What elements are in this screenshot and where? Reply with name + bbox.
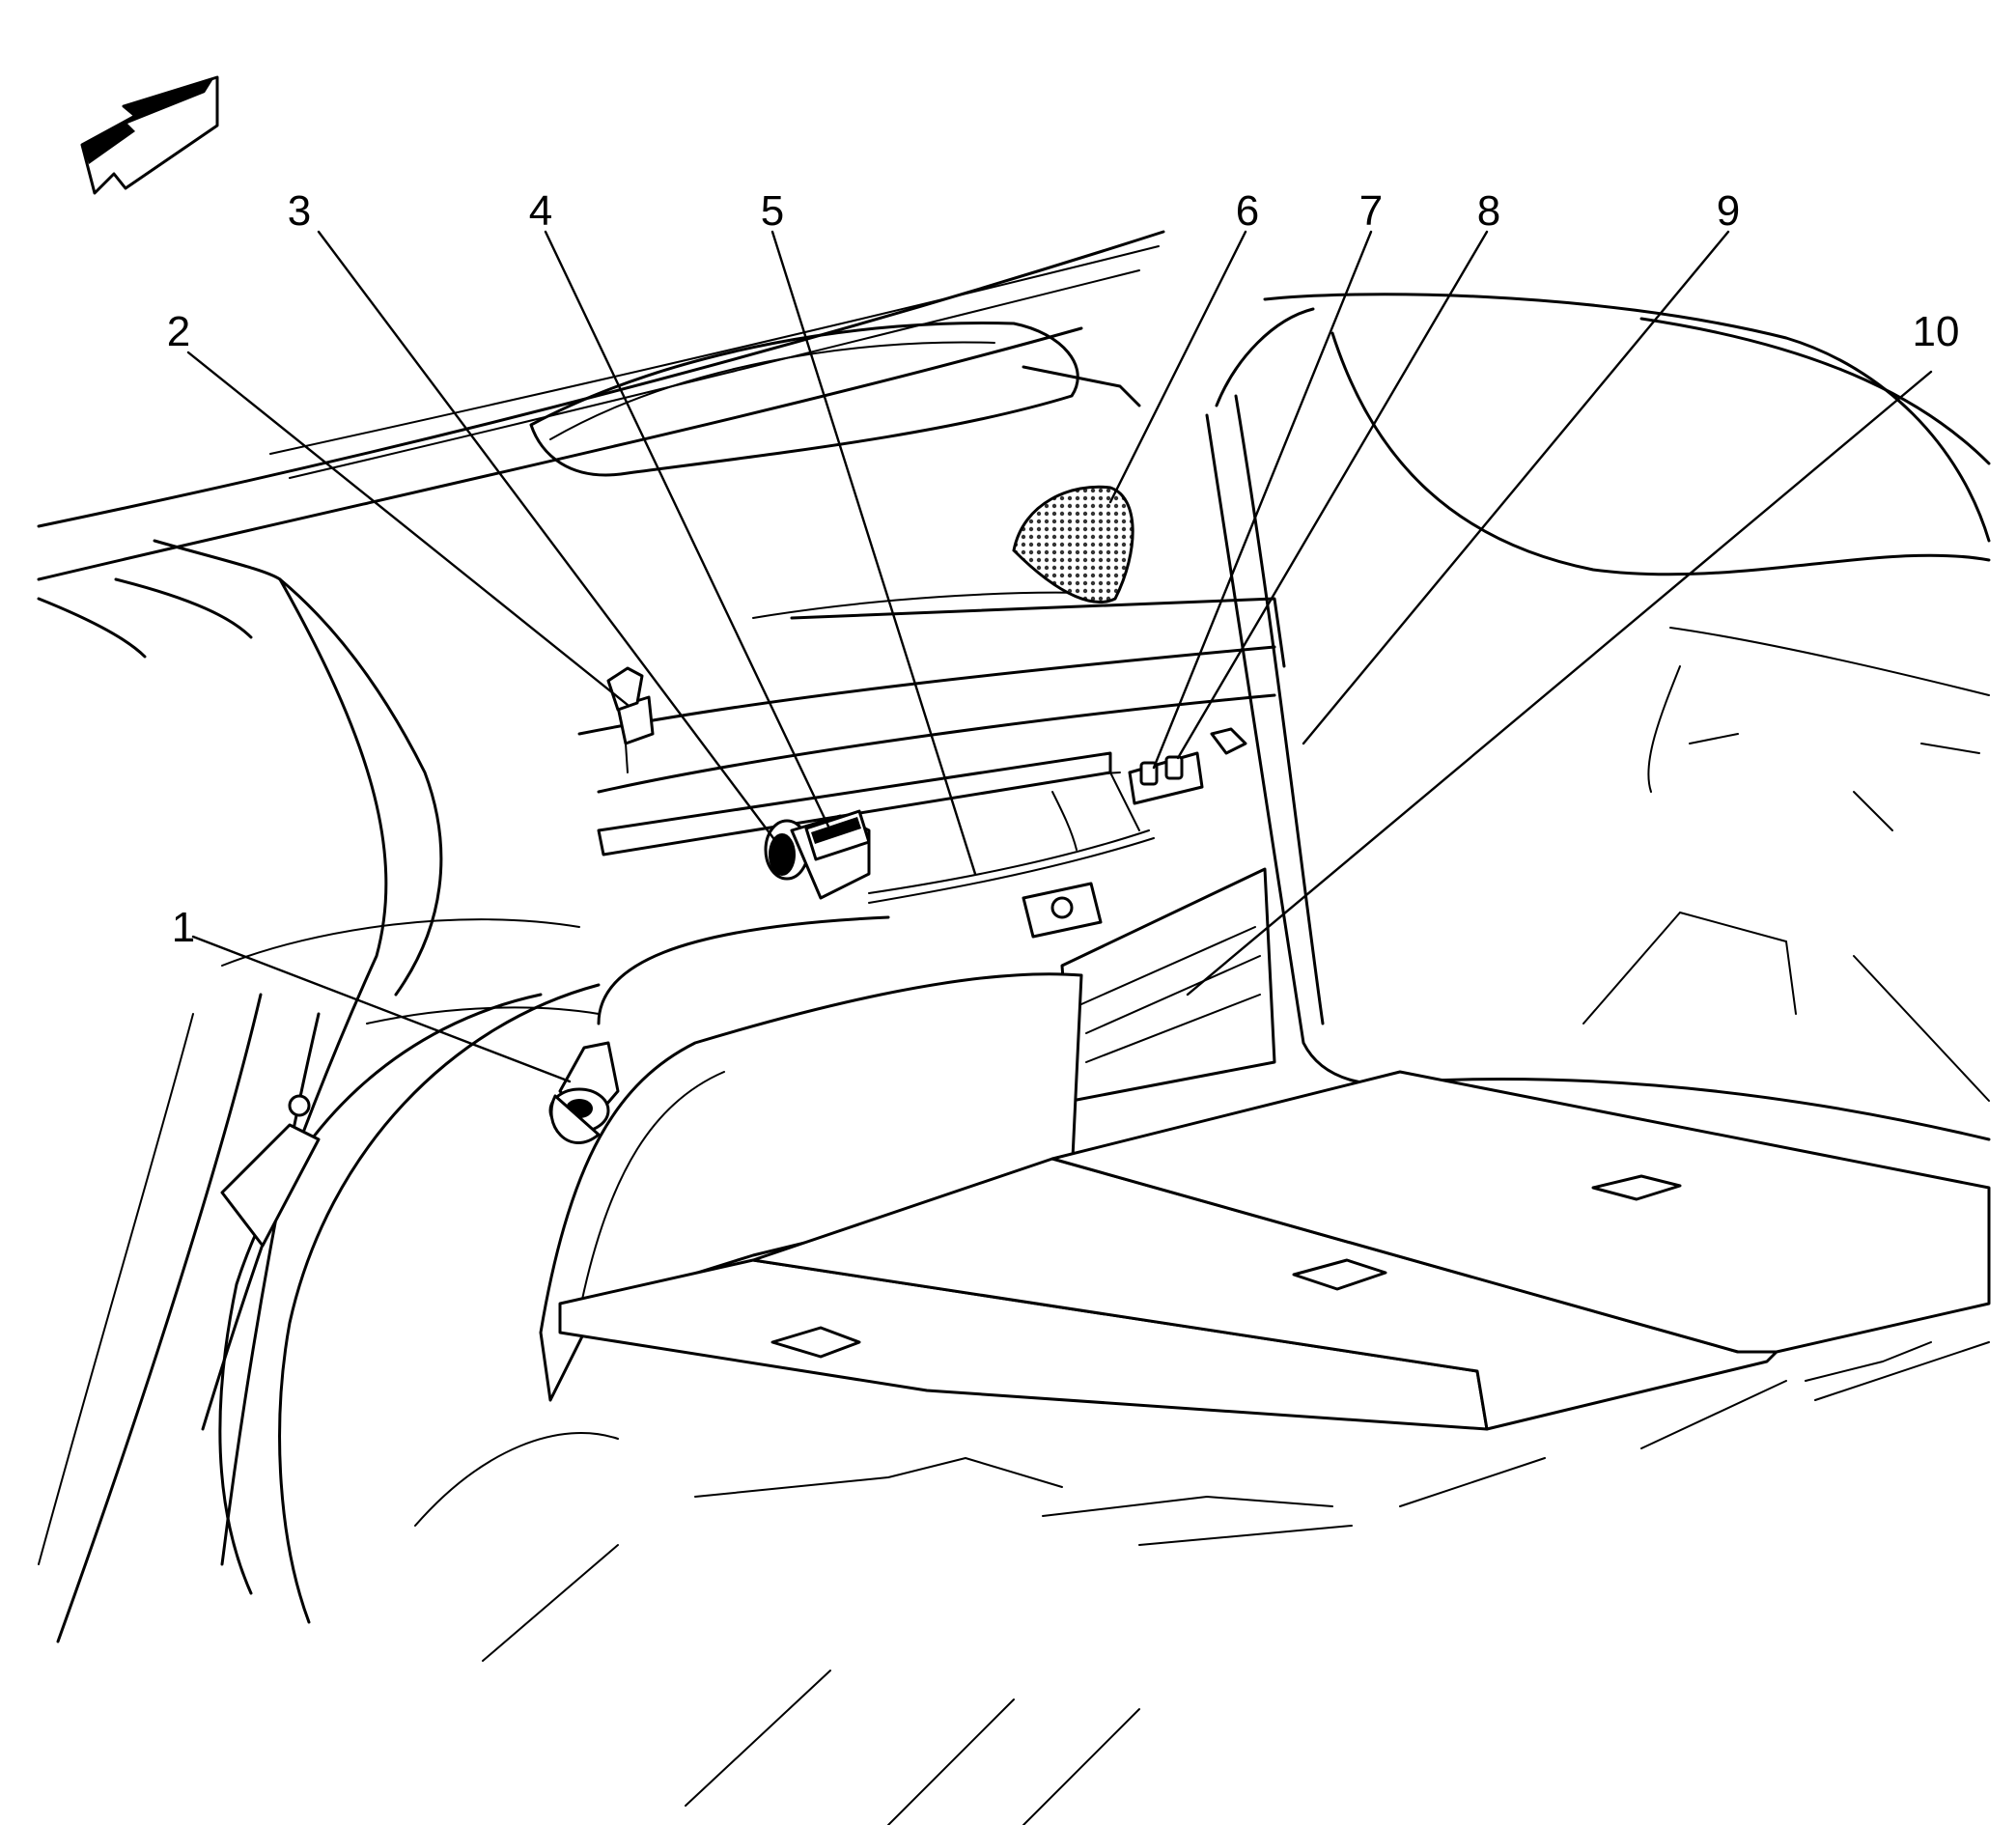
leader-1 [191, 935, 572, 1083]
callout-label-4: 4 [529, 187, 552, 235]
leader-4 [544, 230, 832, 832]
callout-label-8: 8 [1477, 187, 1500, 235]
callout-label-1: 1 [172, 904, 195, 951]
callout-labels: 1 2 3 4 5 6 7 8 9 10 [167, 187, 1960, 951]
leader-3 [317, 230, 784, 852]
power-module [804, 809, 871, 861]
callout-label-6: 6 [1236, 187, 1259, 235]
leader-5 [770, 230, 977, 876]
callout-label-10: 10 [1913, 308, 1960, 355]
vehicle-body-outline [37, 230, 1991, 1825]
leader-9 [1302, 230, 1730, 745]
leader-8 [1176, 230, 1489, 760]
left-high-mount-connector [606, 666, 655, 773]
callout-label-7: 7 [1359, 187, 1383, 235]
callout-label-2: 2 [167, 308, 190, 355]
callout-label-9: 9 [1717, 187, 1740, 235]
sunroof-water-drain-grommet [548, 1041, 620, 1144]
wiring-harness [868, 772, 1155, 939]
rear-speaker-grille [1012, 485, 1134, 604]
power-outlet-pair [1128, 727, 1247, 805]
leader-6 [1108, 230, 1247, 504]
callout-leaders [186, 230, 1933, 1083]
callout-label-3: 3 [288, 187, 311, 235]
leader-7 [1152, 230, 1373, 770]
leader-10 [1186, 370, 1933, 997]
callout-label-5: 5 [761, 187, 784, 235]
leader-2 [186, 351, 630, 707]
forward-direction-arrow-icon [80, 75, 219, 195]
